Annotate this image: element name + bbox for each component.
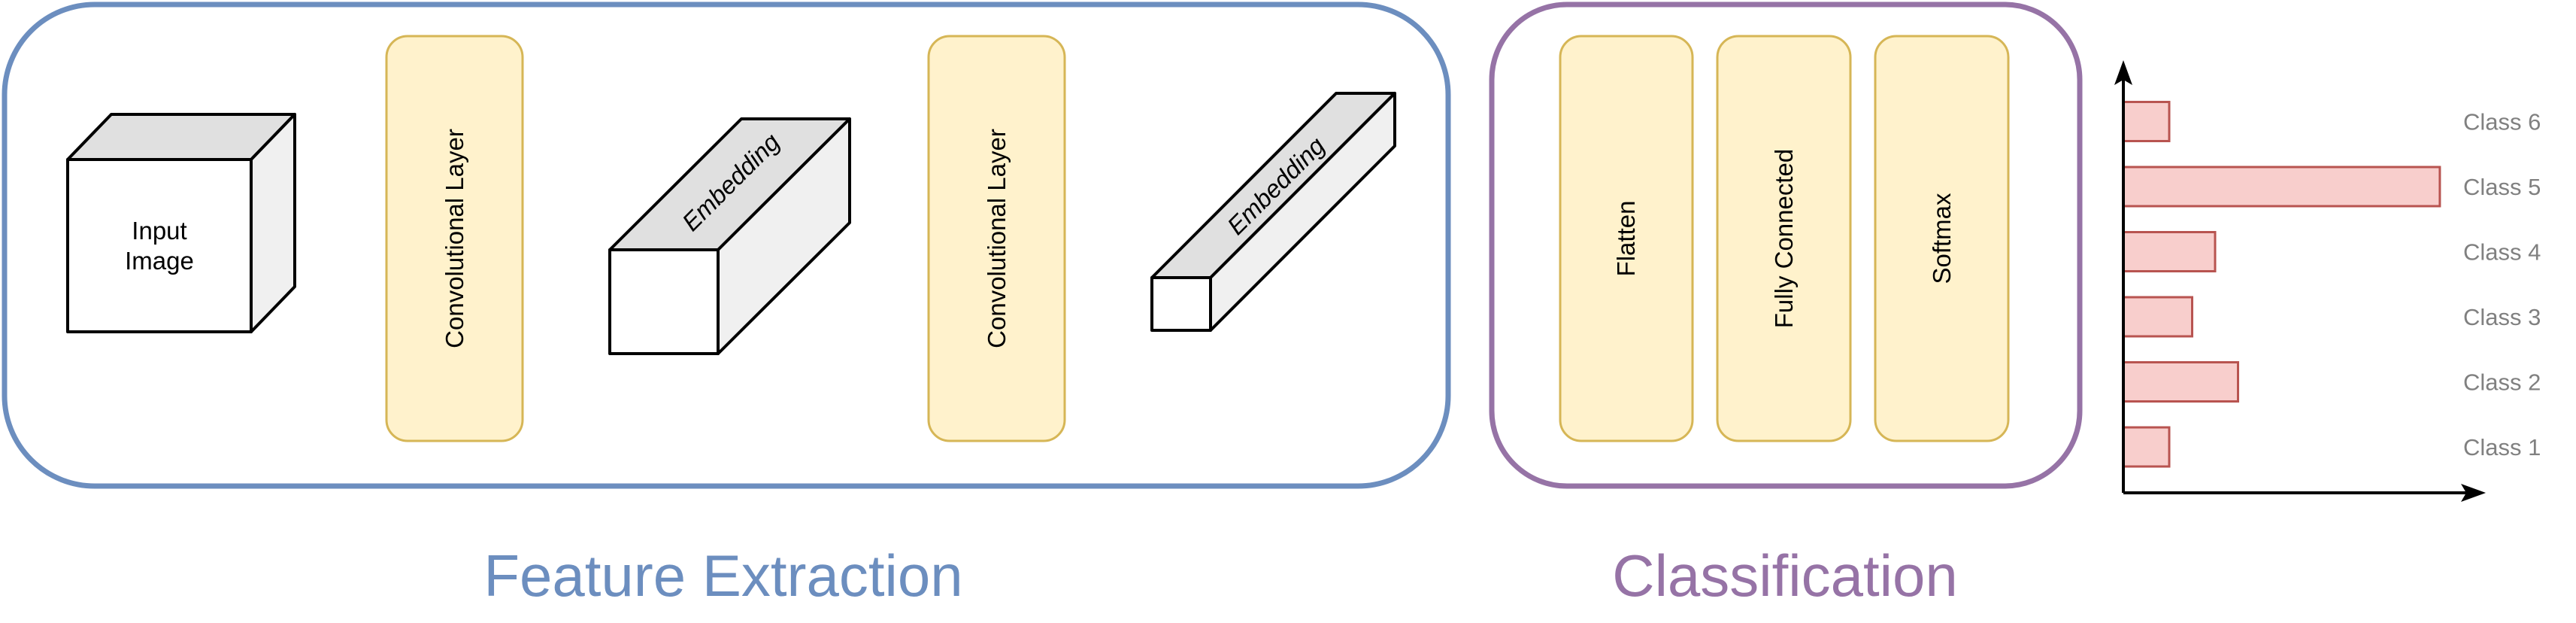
category-label: Class 1	[2463, 434, 2541, 460]
conv-layer-1-label: Convolutional Layer	[441, 129, 468, 348]
embedding-1-block	[608, 117, 851, 355]
bar-class-4	[2122, 231, 2217, 272]
category-label: Class 6	[2463, 109, 2541, 135]
category-label: Class 5	[2463, 174, 2541, 200]
input-image-cube	[66, 113, 296, 333]
softmax-label: Softmax	[1928, 193, 1956, 284]
conv-layer-1	[385, 35, 524, 442]
x-axis-arrow-icon	[2461, 484, 2486, 502]
fully-connected-layer	[1716, 35, 1852, 442]
flatten-layer	[1559, 35, 1694, 442]
classification-box	[1489, 2, 2083, 489]
conv-layer-2-label: Convolutional Layer	[983, 129, 1011, 348]
fully-connected-label: Fully Connected	[1770, 149, 1798, 328]
feature-extraction-box	[2, 2, 1451, 489]
embedding-2-block	[1150, 92, 1396, 332]
input-image-label: Image	[125, 247, 194, 275]
input-image-label: Input	[132, 217, 186, 245]
softmax-layer	[1874, 35, 2010, 442]
bar-class-1	[2122, 426, 2171, 468]
category-label: Class 2	[2463, 369, 2541, 396]
category-label: Class 3	[2463, 304, 2541, 330]
classification-title: Classification	[1612, 542, 1958, 609]
bar-class-5	[2122, 166, 2441, 208]
feature-extraction-title: Feature Extraction	[483, 542, 962, 609]
category-label: Class 4	[2463, 239, 2541, 266]
bar-class-6	[2122, 101, 2171, 142]
class-probability-chart: Class 1 Class 2 Class 3 Class 4 Class 5 Class…	[2114, 60, 2541, 502]
y-axis-arrow-icon	[2114, 60, 2132, 85]
conv-layer-2	[927, 35, 1066, 442]
flatten-label: Flatten	[1612, 201, 1640, 277]
bar-class-3	[2122, 296, 2193, 338]
bar-class-2	[2122, 361, 2239, 403]
